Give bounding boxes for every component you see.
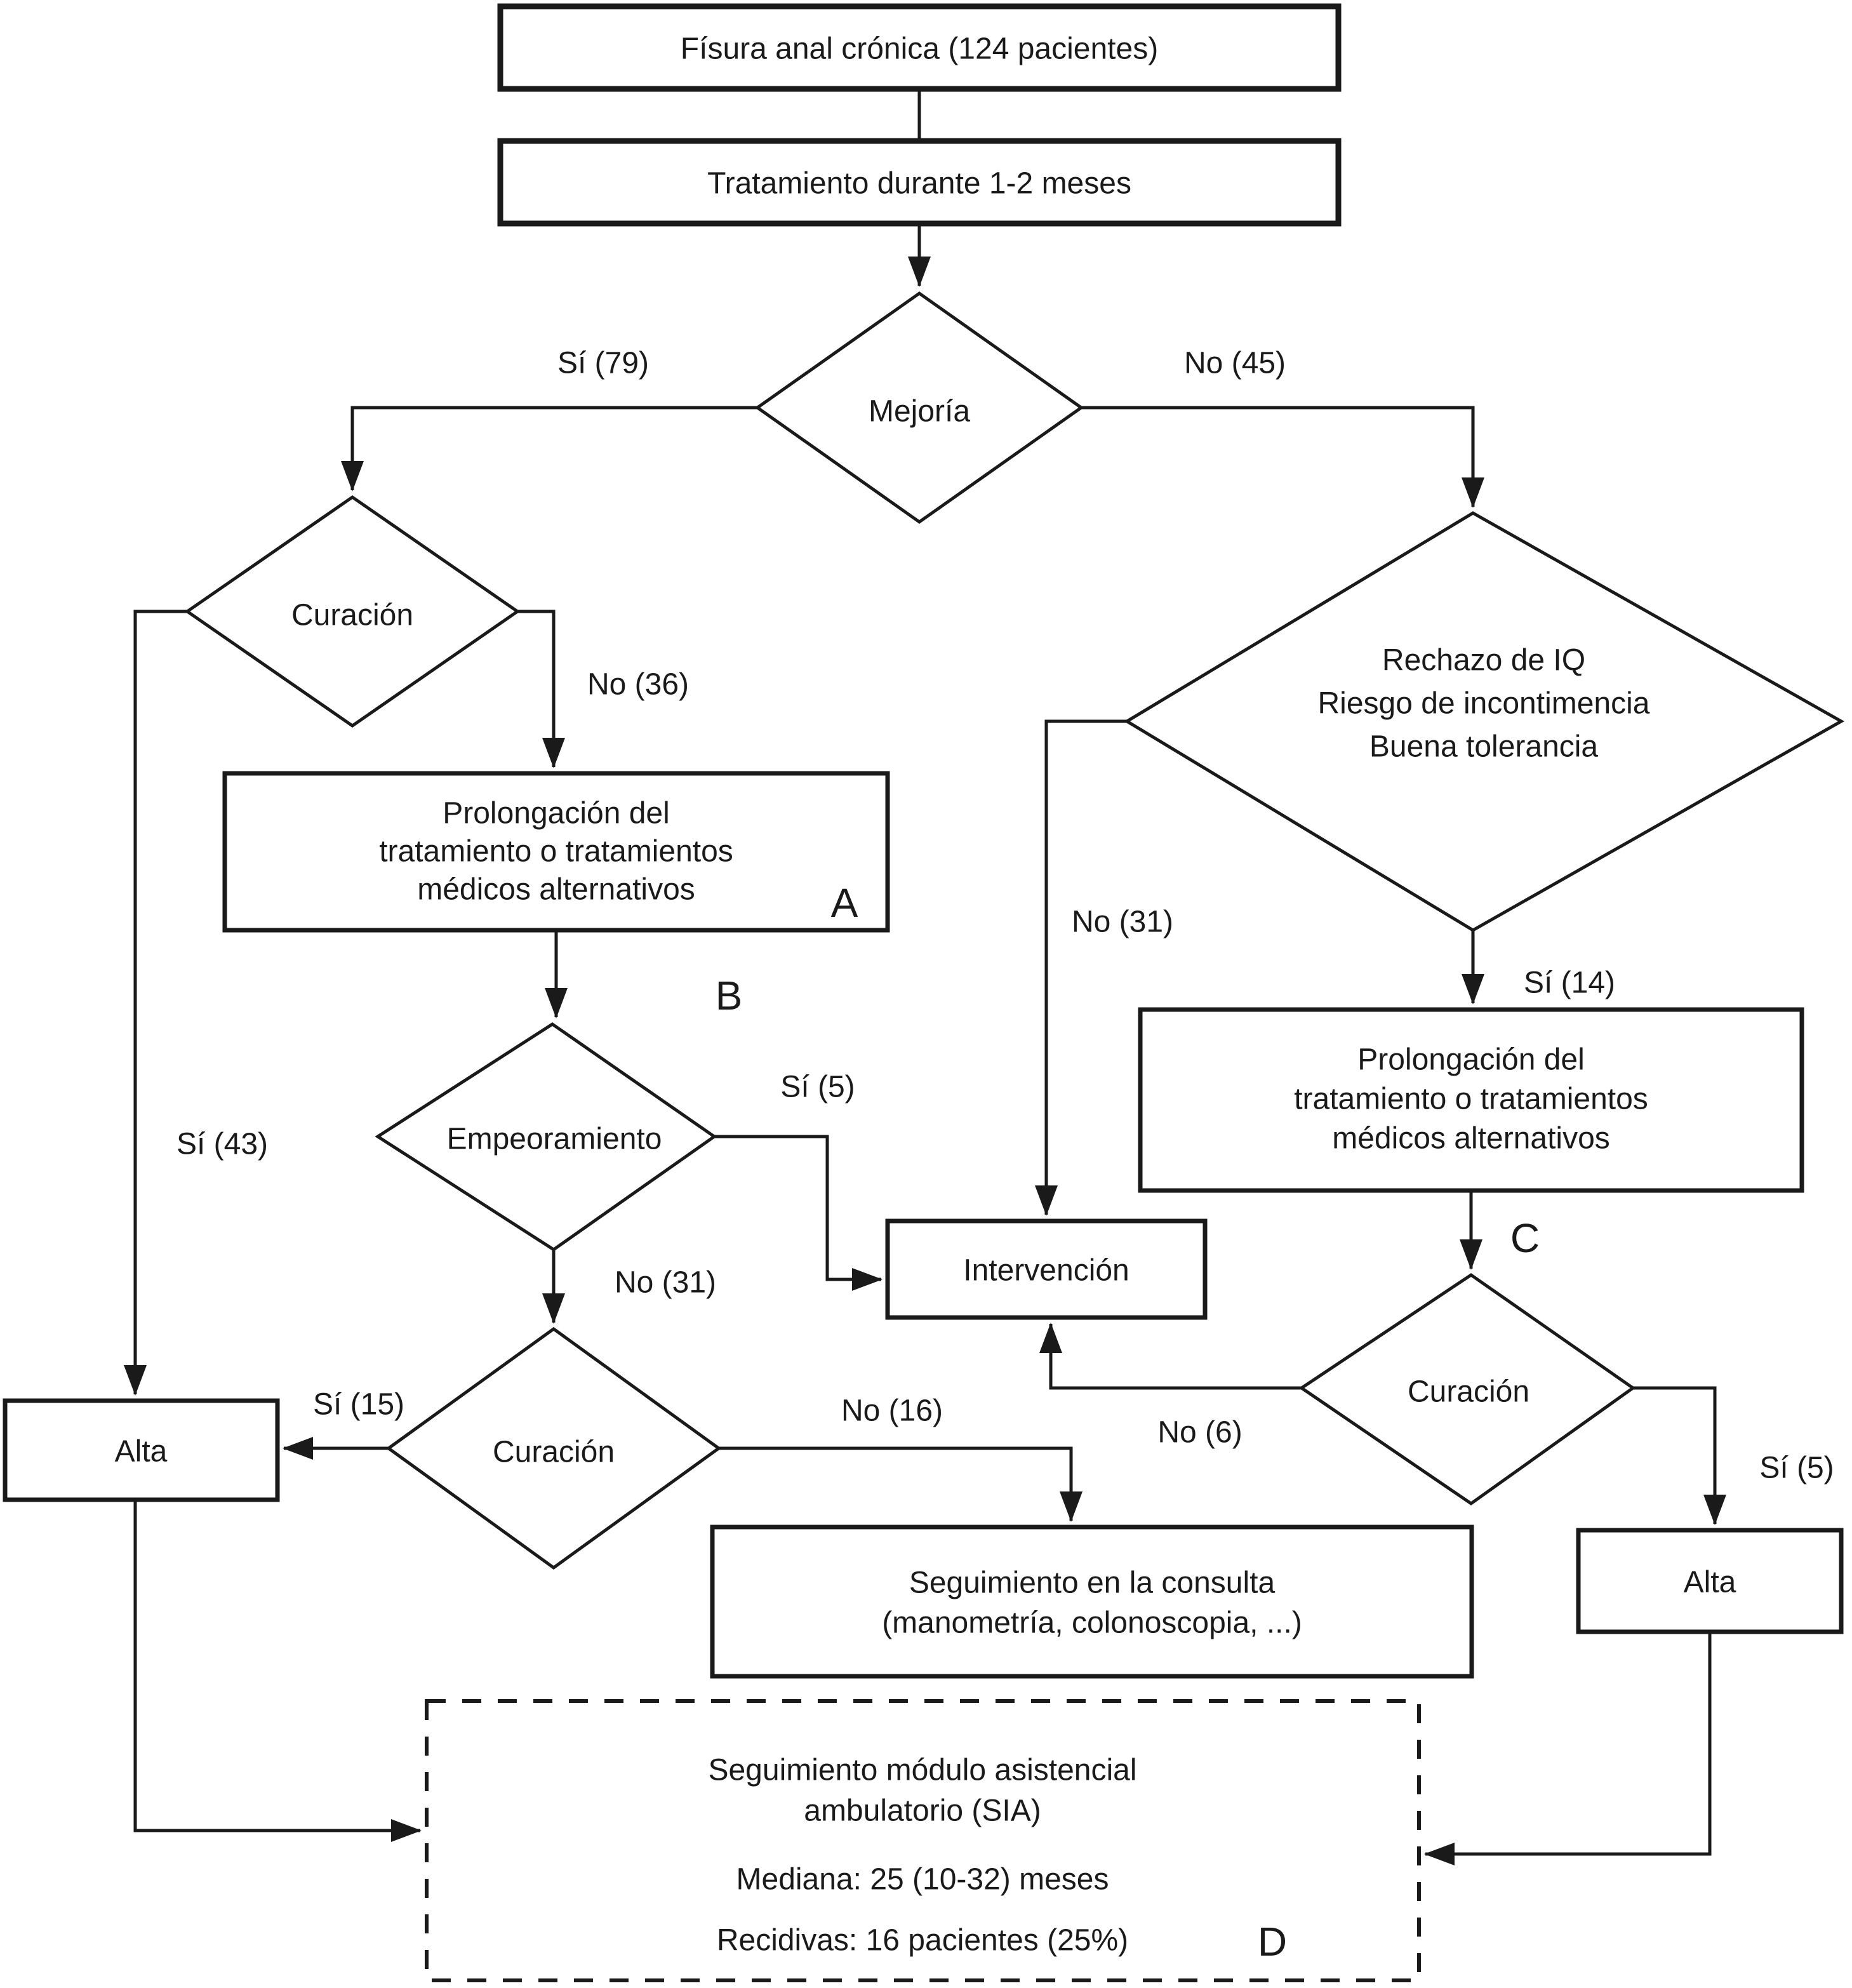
edge-label-curacion1-no: No (36)	[587, 668, 689, 702]
node-rechazo-line1: Rechazo de IQ	[1382, 644, 1585, 677]
edge-rechazo-no-to-intervencion	[1035, 719, 1127, 1216]
node-curacion2-label: Curación	[493, 1436, 615, 1469]
node-curacion3-label: Curación	[1408, 1375, 1529, 1409]
node-curacion1-label: Curación	[291, 599, 413, 632]
marker-d-label: D	[1258, 1919, 1287, 1965]
node-alta-left-label: Alta	[115, 1435, 168, 1469]
edge-label-mejoria-si: Sí (79)	[557, 347, 649, 380]
edge-mejoria-si-to-curacion1	[341, 406, 757, 491]
edge-curacion3-si-to-alta-right	[1633, 1386, 1726, 1525]
edge-label-rechazo-no: No (31)	[1072, 905, 1173, 939]
node-intervencion-label: Intervención	[963, 1254, 1129, 1288]
node-empeoramiento-label: Empeoramiento	[447, 1123, 662, 1156]
edge-label-curacion2-no: No (16)	[841, 1394, 943, 1428]
node-intervencion-box	[885, 1218, 1208, 1320]
edge-curacion3-no-to-intervencion	[1039, 1323, 1302, 1390]
marker-c-label: C	[1510, 1215, 1540, 1261]
node-prolongacion-a-line2: tratamiento o tratamientos	[379, 835, 733, 869]
edge-empeoramiento-si-to-intervencion	[714, 1135, 883, 1291]
edge-label-empeoramiento-no: No (31)	[615, 1266, 716, 1300]
node-fisura-box	[497, 3, 1342, 92]
node-curacion1-diamond	[184, 495, 521, 728]
node-empeoramiento-diamond	[375, 1022, 717, 1252]
node-seguimiento-consulta-box	[710, 1524, 1474, 1679]
node-prolongacion-a-box	[222, 771, 890, 933]
node-seguimiento-sia-box	[425, 1699, 1421, 1982]
node-curacion3-diamond	[1298, 1272, 1636, 1506]
node-rechazo-diamond	[1124, 511, 1845, 932]
node-rechazo-line2: Riesgo de incontimencia	[1318, 687, 1650, 721]
node-fisura-label: Físura anal crónica (124 pacientes)	[681, 32, 1158, 66]
edge-label-mejoria-no: No (45)	[1184, 347, 1286, 380]
node-curacion2-diamond	[385, 1326, 722, 1570]
edge-alta-left-to-sia	[133, 1500, 422, 1842]
node-prolongacion-c-line2: tratamiento o tratamientos	[1294, 1083, 1648, 1116]
marker-a-label: A	[831, 880, 858, 926]
node-prolongacion-a-line1: Prolongación del	[443, 797, 670, 831]
edge-curacion1-si-to-alta-left	[124, 610, 187, 1396]
edge-mejoria-no-to-rechazo	[1081, 406, 1484, 508]
edge-curacion2-no-to-seguimiento-consulta	[719, 1446, 1083, 1522]
node-tratamiento-box	[497, 138, 1342, 227]
node-seguimiento-sia-line2: ambulatorio (SIA)	[804, 1794, 1041, 1828]
edge-label-curacion1-si: Sí (43)	[177, 1128, 268, 1161]
node-alta-right-box	[1576, 1528, 1844, 1634]
node-prolongacion-c-line3: médicos alternativos	[1332, 1122, 1610, 1156]
node-mejoria-diamond	[754, 291, 1084, 524]
marker-b-label: B	[716, 973, 743, 1018]
edge-label-curacion3-no: No (6)	[1157, 1416, 1242, 1450]
node-tratamiento-label: Tratamiento durante 1-2 meses	[707, 167, 1131, 201]
edge-alta-right-to-sia	[1424, 1632, 1712, 1865]
edge-label-curacion2-si: Sí (15)	[313, 1388, 404, 1422]
node-prolongacion-c-line1: Prolongación del	[1357, 1043, 1585, 1077]
node-prolongacion-a-line3: médicos alternativos	[417, 873, 695, 907]
edge-label-curacion3-si: Sí (5)	[1759, 1451, 1834, 1485]
node-seguimiento-sia-mediana: Mediana: 25 (10-32) meses	[736, 1863, 1109, 1897]
node-prolongacion-c-box	[1138, 1007, 1804, 1193]
edge-label-rechazo-si: Sí (14)	[1524, 966, 1615, 1000]
node-rechazo-line3: Buena tolerancia	[1369, 730, 1599, 764]
node-seguimiento-consulta-line2: (manometría, colonoscopia, ...)	[882, 1606, 1302, 1640]
node-mejoria-label: Mejoría	[869, 395, 970, 429]
node-seguimiento-consulta-line1: Seguimiento en la consulta	[909, 1566, 1276, 1600]
node-seguimiento-sia-recidivas: Recidivas: 16 pacientes (25%)	[717, 1924, 1128, 1958]
node-alta-right-label: Alta	[1684, 1566, 1736, 1599]
node-alta-left-box	[3, 1398, 280, 1502]
edge-label-empeoramiento-si: Sí (5)	[780, 1071, 855, 1104]
edge-curacion1-no-to-prolongacion-a	[517, 610, 565, 768]
node-seguimiento-sia-line1: Seguimiento módulo asistencial	[708, 1754, 1136, 1787]
